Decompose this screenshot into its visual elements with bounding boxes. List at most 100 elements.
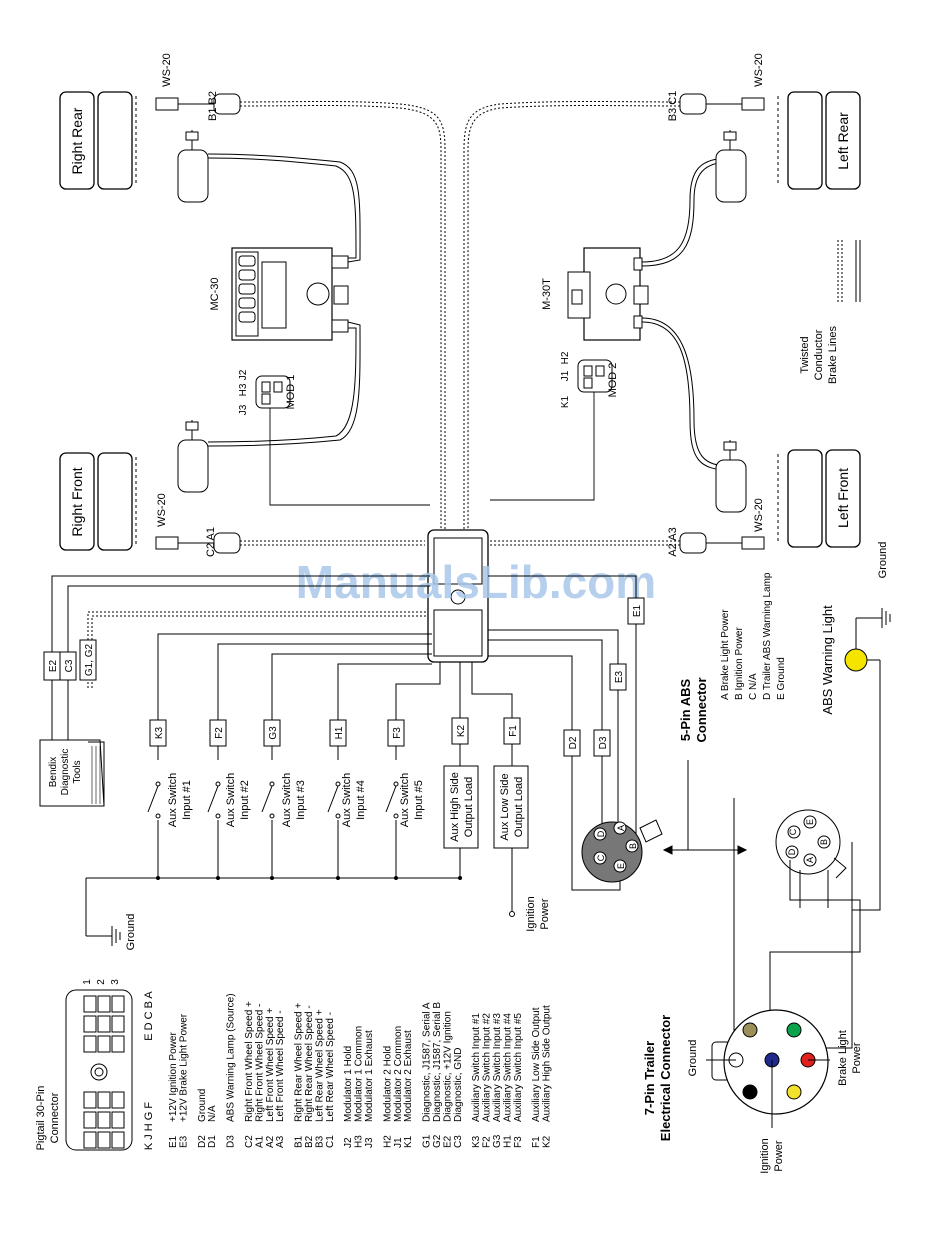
- ground-label-top: Ground: [877, 542, 889, 579]
- plug-pin-c: C: [596, 854, 606, 861]
- ground-label-left: Ground: [125, 914, 137, 951]
- aux4-line2: Input #4: [355, 780, 367, 820]
- pin-description: +12V Ignition Power: [168, 1032, 179, 1122]
- m30t-controller: M-30T: [541, 247, 649, 341]
- tag-e3: E3: [614, 670, 625, 683]
- pin-description: Left Front Wheel Speed -: [275, 1010, 286, 1122]
- pin-description: Auxiliary Switch Input #5: [513, 1013, 524, 1122]
- plug-pin-d: D: [596, 830, 606, 837]
- pin-code: E2: [442, 1135, 453, 1148]
- aux5-line2: Input #5: [413, 780, 425, 820]
- pin-description: Ground: [197, 1089, 208, 1122]
- tag-g3: G3: [268, 726, 279, 740]
- pigtail-row-1: 1: [82, 979, 93, 985]
- pin-description: Auxiliary Switch Input #4: [502, 1013, 513, 1122]
- trailer-ignition-line2: Power: [773, 1140, 785, 1172]
- pin-code: K3: [471, 1135, 482, 1148]
- pin-code: E1: [168, 1135, 179, 1148]
- pin-code: G2: [432, 1134, 443, 1148]
- tag-g1g2: G1, G2: [84, 643, 95, 676]
- mod2-label: MOD 2: [607, 363, 619, 398]
- aux4-line1: Aux Switch: [341, 773, 353, 827]
- sensor-pins-lr: B3 C1: [667, 91, 679, 122]
- five-pin-title-line1: 5-Pin ABS: [678, 678, 693, 741]
- brake-chamber-lr: [715, 130, 747, 203]
- pin-code: F1: [531, 1136, 542, 1148]
- pin-code: B2: [304, 1135, 315, 1148]
- mod1-label: MOD 1: [285, 375, 297, 410]
- brake-chamber-lf: [715, 440, 747, 513]
- pin-code: F2: [482, 1136, 493, 1148]
- pin-code: F3: [513, 1136, 524, 1148]
- pigtail-right-letters: E D C B A: [143, 991, 155, 1041]
- pin-description: Modulator 1 Exhaust: [364, 1030, 375, 1122]
- sensor-right-front: WS-20 C2 A1: [155, 493, 241, 557]
- aux3-line1: Aux Switch: [281, 773, 293, 827]
- pin-description: Right Rear Wheel Speed +: [294, 1003, 305, 1122]
- pin-code: H3: [354, 1135, 365, 1148]
- mating-arrows: [662, 760, 748, 855]
- ws20-label-lr: WS-20: [753, 53, 765, 87]
- abs-warning-light-label: ABS Warning Light: [820, 605, 835, 715]
- trailer-brake-line1: Brake Light: [837, 1030, 849, 1086]
- pigtail-pin-cell: [111, 1131, 125, 1149]
- mc30-label: MC-30: [209, 277, 221, 310]
- wheel-right-front: Right Front: [59, 452, 137, 551]
- pigtail-left-letters: K J H G F: [143, 1102, 155, 1151]
- seven-pin-connector: [711, 1009, 829, 1115]
- ignition-terminal: [509, 911, 515, 917]
- ignition-power-line1: Ignition: [525, 896, 537, 931]
- ws20-label-lf: WS-20: [753, 498, 765, 532]
- mod2-pin-h2: H2: [560, 351, 571, 364]
- tag-e1: E1: [632, 604, 643, 617]
- mod-wires: [269, 392, 595, 506]
- mod1-pin-j3: J3: [238, 404, 249, 415]
- pin-code: H2: [382, 1135, 393, 1148]
- pigtail-pin-cell: [111, 995, 125, 1013]
- mod2-connector: H2 J1 K1 MOD 2: [560, 351, 619, 408]
- pin-code: E3: [178, 1135, 189, 1148]
- pin-code: D1: [207, 1135, 218, 1148]
- legend-brake-lines: Brake Lines: [827, 325, 839, 384]
- aux-switch-5: Aux Switch Input #5: [385, 773, 425, 827]
- aux5-line1: Aux Switch: [399, 773, 411, 827]
- ecu-wires: [51, 575, 637, 937]
- abs-warning-light: ABS Warning Light: [820, 605, 882, 911]
- tag-d3: D3: [598, 736, 609, 749]
- sensor-left-rear: WS-20 B3 C1: [667, 53, 765, 121]
- pin-code: C3: [453, 1135, 464, 1148]
- five-pin-item-c: C N/A: [748, 673, 759, 700]
- aux-high-side-load: Aux High Side Output Load: [443, 765, 479, 849]
- tag-d2: D2: [568, 736, 579, 749]
- five-pin-socket: C E B A D: [775, 809, 847, 879]
- legend: Twisted Conductor Brake Lines: [799, 240, 861, 384]
- socket-pin-d: D: [787, 848, 797, 855]
- aux2-line1: Aux Switch: [225, 773, 237, 827]
- wheel-label-left-front: Left Front: [835, 468, 851, 528]
- pin-description: Auxiliary Switch Input #2: [482, 1013, 493, 1122]
- five-pin-item-b: B Ignition Power: [734, 627, 745, 700]
- pin-code: J2: [343, 1137, 354, 1148]
- pin-description: Modulator 2 Common: [393, 1026, 404, 1122]
- pigtail-row-2: 2: [96, 979, 107, 985]
- bendix-diagnostic-tools: Bendix Diagnostic Tools: [39, 739, 105, 807]
- wheel-label-right-front: Right Front: [69, 467, 85, 536]
- pin-code: K2: [542, 1135, 553, 1148]
- pin-description: Right Front Wheel Speed -: [254, 1004, 265, 1122]
- pigtail-pin-cell: [83, 1035, 97, 1053]
- sensor-pins-lf: A2 A3: [667, 527, 679, 556]
- aux-low-line2: Output Load: [513, 777, 525, 838]
- pin-description: Modulator 2 Hold: [382, 1046, 393, 1122]
- mod2-pin-k1: K1: [560, 395, 571, 408]
- pin-description: Modulator 1 Hold: [343, 1046, 354, 1122]
- ground-bus-nodes: [156, 876, 462, 880]
- five-pin-item-a: A Brake Light Power: [720, 609, 731, 700]
- aux-high-line2: Output Load: [463, 777, 475, 838]
- mod1-pin-j2: J2: [238, 369, 249, 380]
- legend-conductor: Conductor: [813, 329, 825, 380]
- pin-description: Left Rear Wheel Speed -: [325, 1012, 336, 1122]
- pin-code: J1: [393, 1137, 404, 1148]
- pin-description: Right Rear Wheel Speed -: [304, 1005, 315, 1122]
